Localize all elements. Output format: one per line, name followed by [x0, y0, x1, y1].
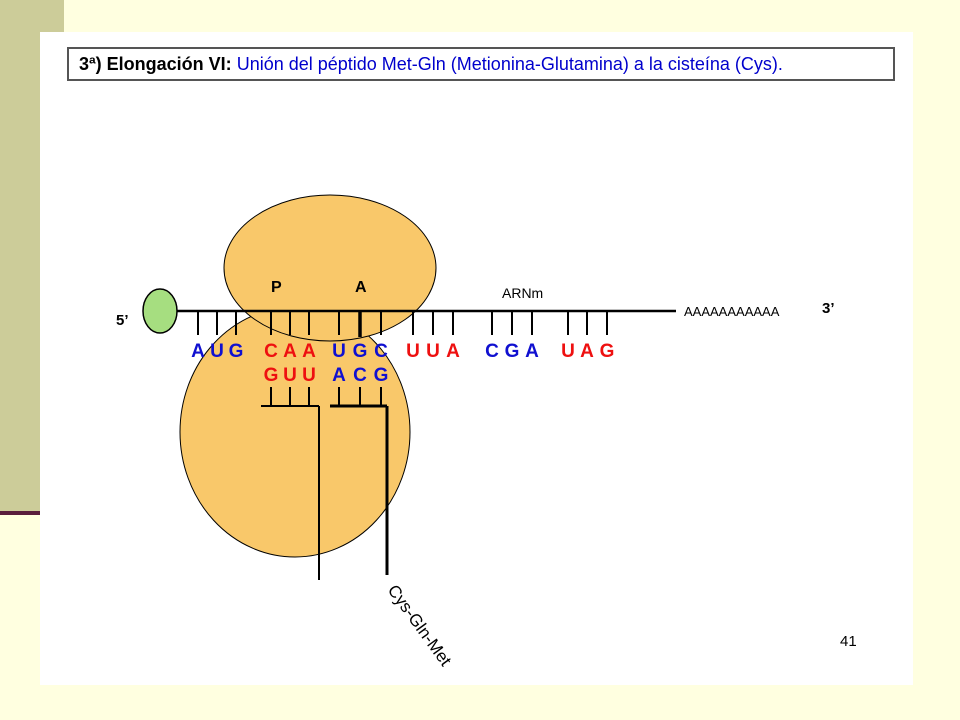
codon-2-base-2: A — [283, 341, 297, 362]
codon-2-base-3: A — [302, 341, 316, 362]
slide-title: 3ª) Elongación VI: Unión del péptido Met… — [67, 47, 895, 81]
ribosome — [179, 194, 437, 558]
codon-4-base-2: U — [426, 341, 440, 362]
title-bold: 3ª) Elongación VI: — [79, 54, 232, 74]
codon-4-base-1: U — [406, 341, 420, 362]
page-number: 41 — [840, 633, 857, 650]
five-prime-cap — [142, 288, 178, 334]
ribosome-large-subunit — [223, 194, 437, 342]
anticodon-2-base-1: A — [332, 365, 346, 386]
codon-1-base-1: A — [191, 341, 205, 362]
mrna-label: ARNm — [502, 285, 543, 301]
codon-3-base-2: G — [353, 341, 368, 362]
site-p-label: P — [271, 279, 282, 296]
trna-p-site — [261, 387, 320, 580]
title-text: Unión del péptido Met-Gln (Metionina-Glu… — [231, 54, 783, 74]
codon-6-base-2: A — [580, 341, 594, 362]
codon-5-base-3: A — [525, 341, 539, 362]
codon-4-base-3: A — [446, 341, 460, 362]
translation-diagram: 5’ AAAAAAAAAAA 3’ ARNm P A — [116, 194, 835, 670]
codon-2-base-1: C — [264, 341, 278, 362]
codon-1-base-3: G — [229, 341, 244, 362]
site-a-label: A — [355, 279, 367, 296]
codon-1-base-2: U — [210, 341, 224, 362]
codon-3-base-3: C — [374, 341, 388, 362]
anticodon-1-base-2: U — [283, 365, 297, 386]
codon-6-base-1: U — [561, 341, 575, 362]
codon-5-base-1: C — [485, 341, 499, 362]
codon-ticks — [197, 311, 608, 337]
poly-a-tail: AAAAAAAAAAA — [684, 304, 780, 319]
codon-3-base-1: U — [332, 341, 346, 362]
anticodon-2-base-3: G — [374, 365, 389, 386]
sidebar-rule — [0, 511, 64, 515]
five-prime-label: 5’ — [116, 312, 129, 329]
codon-6-base-3: G — [600, 341, 615, 362]
codon-row: A U G C A A U G C U U A C G A U A G — [191, 341, 614, 362]
anticodon-2-base-2: C — [353, 365, 367, 386]
three-prime-label: 3’ — [822, 300, 835, 317]
slide: 3ª) Elongación VI: Unión del péptido Met… — [40, 32, 913, 685]
peptide-label: Cys-Gln-Met — [384, 581, 456, 670]
anticodon-1-base-1: G — [264, 365, 279, 386]
anticodon-1-base-3: U — [302, 365, 316, 386]
trna-a-site — [330, 387, 389, 575]
codon-5-base-2: G — [505, 341, 520, 362]
anticodon-row: G U U A C G — [264, 365, 389, 386]
